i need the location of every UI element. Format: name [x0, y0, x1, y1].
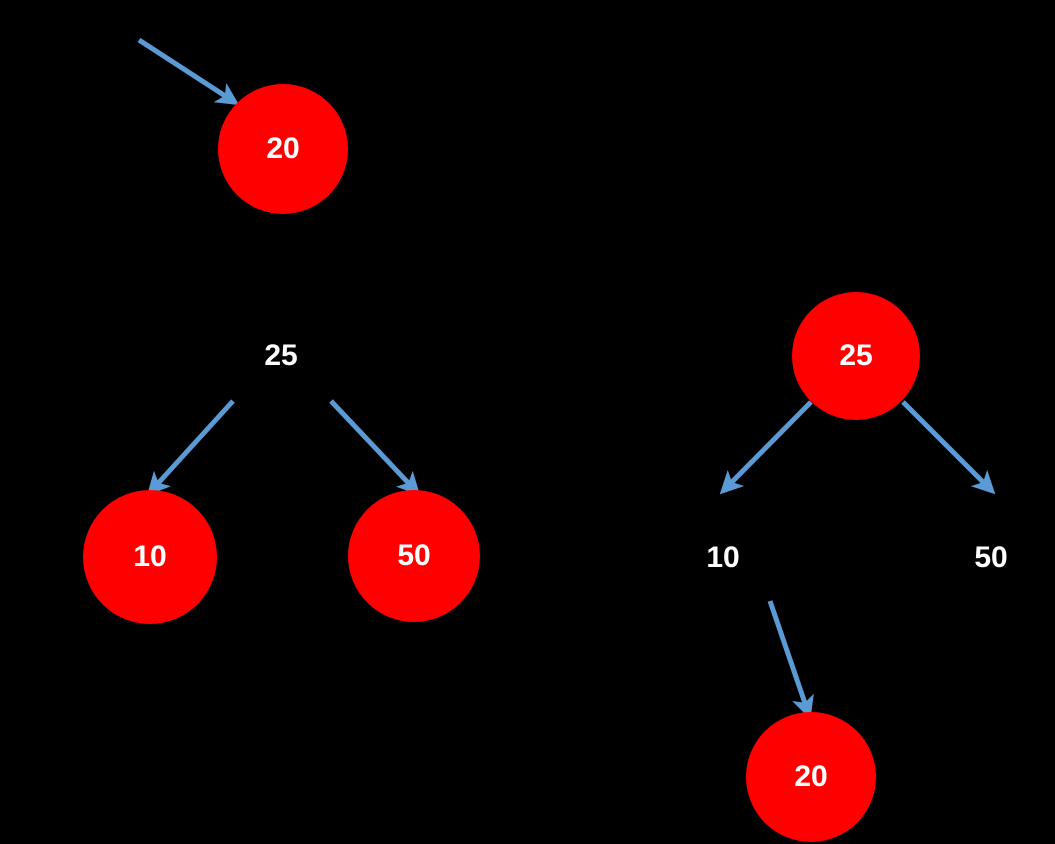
node-label: 10	[133, 540, 167, 573]
node-label: 50	[397, 539, 431, 572]
node-label: 10	[706, 541, 740, 574]
tree-node-10-left: 10	[83, 490, 217, 624]
tree-node-20-right: 20	[746, 712, 876, 842]
tree-edge-arrow	[146, 399, 235, 496]
tree-node-25-right: 25	[792, 292, 920, 420]
tree-node-25-left: 25	[246, 336, 316, 376]
tree-edge-arrow	[767, 600, 814, 720]
node-label: 50	[974, 541, 1008, 574]
tree-node-50-left: 50	[348, 490, 480, 622]
tree-edge-arrow	[901, 400, 996, 495]
tree-edge-arrow	[329, 399, 421, 496]
node-label: 20	[266, 132, 300, 165]
node-label: 25	[839, 339, 873, 372]
tree-edge-arrow	[137, 37, 240, 106]
tree-node-50-right: 50	[956, 538, 1026, 578]
tree-node-20-left: 20	[218, 84, 348, 214]
node-label: 20	[794, 760, 828, 793]
node-label: 25	[264, 339, 298, 372]
tree-edge-arrow	[719, 400, 813, 495]
tree-node-10-right: 10	[688, 538, 758, 578]
